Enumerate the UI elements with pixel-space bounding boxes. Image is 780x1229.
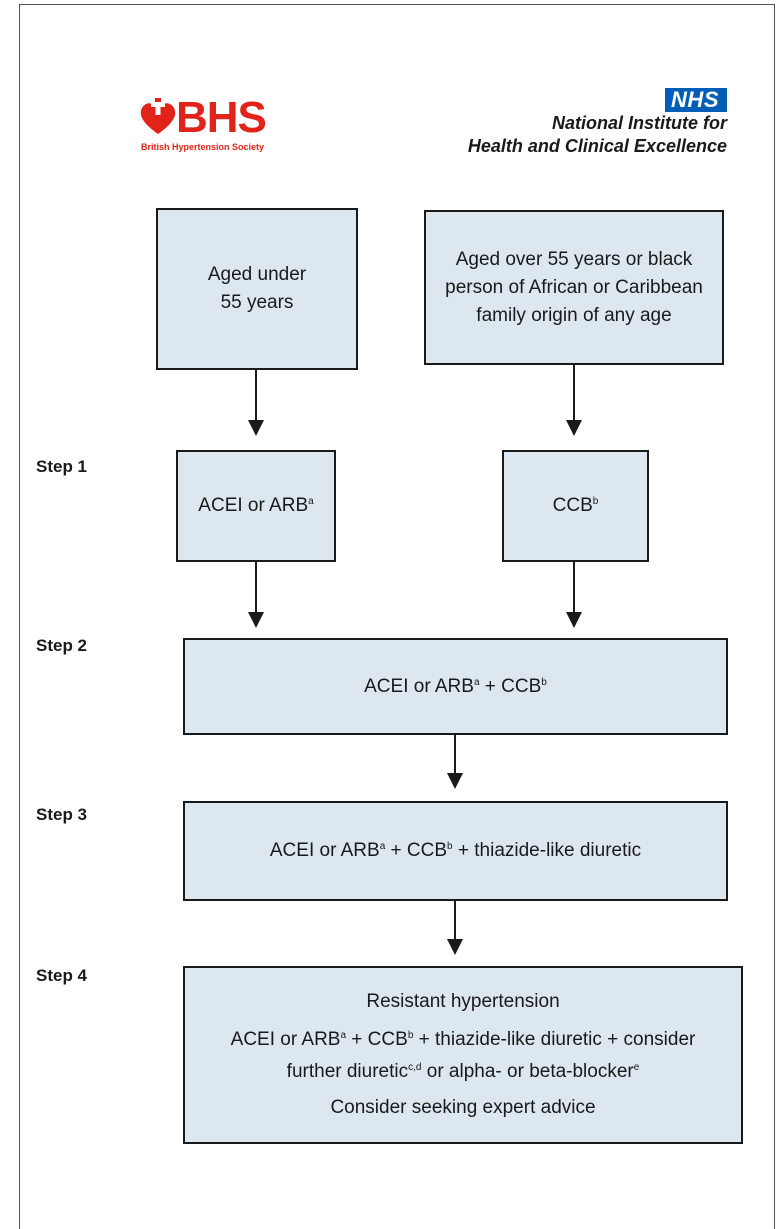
page-frame: [19, 4, 775, 1229]
heart-cross-icon: [140, 98, 176, 134]
arrow-left-to-step2: [248, 562, 264, 628]
step3-text: ACEI or ARBa + CCBb + thiazide-like diur…: [269, 840, 642, 861]
step4-line1: ACEI or ARBa + CCBb + thiazide-like diur…: [230, 1029, 696, 1050]
step1-ccb-box: CCBb: [502, 450, 649, 562]
nice-name-line2: Health and Clinical Excellence: [467, 136, 727, 156]
arrow-right-to-step1: [566, 365, 582, 436]
nice-logo: NHS National Institute for Health and Cl…: [468, 88, 727, 158]
group-left-line1: Aged under: [207, 264, 307, 285]
step4-title: Resistant hypertension: [366, 991, 560, 1012]
step3-box: ACEI or ARBa + CCBb + thiazide-like diur…: [183, 801, 728, 901]
group-left-line2: 55 years: [220, 292, 294, 313]
arrow-right-to-step2: [566, 562, 582, 628]
step-1-label: Step 1: [36, 457, 88, 476]
step4-line2: further diureticc,d or alpha- or beta-bl…: [286, 1061, 640, 1082]
step4-box: Resistant hypertension ACEI or ARBa + CC…: [183, 966, 743, 1144]
group-box-under-55: Aged under 55 years: [156, 208, 358, 370]
step4-advice: Consider seeking expert advice: [330, 1097, 596, 1118]
arrow-to-step4: [447, 901, 463, 955]
step-4-label: Step 4: [36, 966, 88, 985]
step1-ccb-text: CCBb: [552, 495, 599, 516]
step-2-label: Step 2: [36, 636, 88, 655]
group-right-line3: family origin of any age: [476, 304, 672, 326]
step1-acei-arb-text: ACEI or ARBa: [198, 495, 314, 516]
step2-box: ACEI or ARBa + CCBb: [183, 638, 728, 735]
step1-acei-arb-box: ACEI or ARBa: [176, 450, 336, 562]
arrow-left-to-step1: [248, 370, 264, 436]
group-right-line1: Aged over 55 years or black: [455, 248, 693, 270]
group-box-over-55: Aged over 55 years or black person of Af…: [424, 210, 724, 365]
nice-name-line1: National Institute for: [552, 113, 727, 133]
group-right-line2: person of African or Caribbean: [445, 276, 703, 298]
arrow-to-step3: [447, 735, 463, 789]
bhs-subtitle: British Hypertension Society: [141, 142, 265, 152]
nhs-badge: NHS: [665, 88, 727, 112]
bhs-wordmark: BHS: [176, 93, 267, 142]
step-3-label: Step 3: [36, 805, 88, 824]
bhs-logo: BHS British Hypertension Society: [138, 93, 288, 160]
step2-text: ACEI or ARBa + CCBb: [364, 675, 547, 697]
